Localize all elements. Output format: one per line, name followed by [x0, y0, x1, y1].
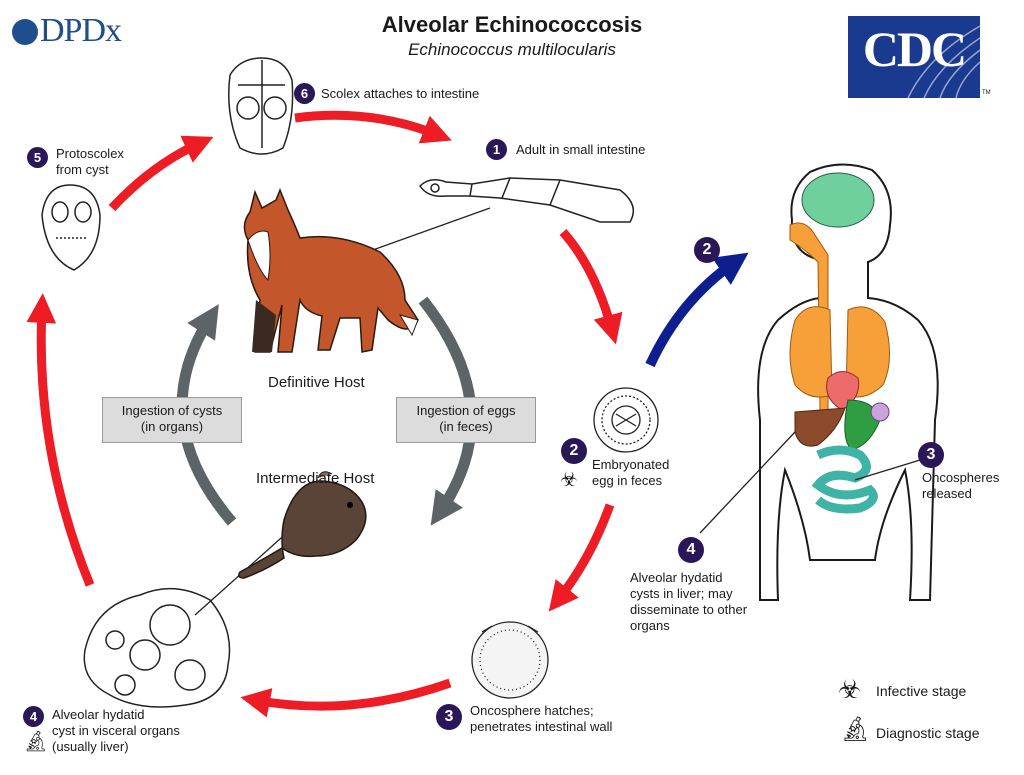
stage-3-human-label: Oncospheres released: [922, 470, 1000, 501]
intermediate-host-label: Intermediate Host: [256, 470, 375, 487]
cdc-logo-stripes: [907, 25, 980, 98]
cdc-logo: [848, 16, 980, 98]
arrow-4-to-5: [26, 293, 95, 587]
stage-2-egg-badge: 2: [561, 438, 587, 464]
cdc-logo-text: CDC: [862, 21, 967, 77]
human-body-illustration: [757, 163, 939, 601]
liver-shape: [794, 407, 846, 447]
stage-5-badge: 5: [27, 147, 48, 168]
page-subtitle: Echinococcus multilocularis: [408, 40, 616, 59]
biohazard-icon: ☣: [560, 469, 578, 491]
arrow-1-to-2: [559, 229, 623, 345]
stage-3-bottom-label: Oncosphere hatches; penetrates intestina…: [470, 703, 613, 734]
stage-4-human-label: Alveolar hydatid cysts in liver; may dis…: [630, 570, 748, 633]
microscope-icon: 🔬︎: [23, 731, 49, 753]
stage-4-bottom-badge: 4: [23, 706, 44, 727]
embryonated-egg-illustration: [593, 387, 659, 453]
legend-infective-label: Infective stage: [876, 683, 967, 699]
liver-pointer-line: [699, 431, 796, 534]
ingestion-cysts-box: Ingestion of cysts (in organs): [102, 397, 242, 443]
page-title: Alveolar Echinococcosis: [381, 12, 643, 37]
legend-biohazard-icon: ☣: [838, 674, 862, 704]
stage-3-bottom-badge: 3: [436, 704, 462, 730]
stage-4-human-badge: 4: [678, 537, 704, 563]
brain-shape: [801, 172, 875, 228]
legend-diagnostic-label: Diagnostic stage: [876, 725, 980, 741]
scolex-illustration: [228, 57, 294, 155]
cdc-trademark: TM: [982, 90, 991, 96]
adult-worm-illustration: [419, 177, 635, 223]
dpdx-logo: DPDx: [12, 12, 122, 50]
arrow-5-to-6: [108, 135, 214, 212]
stage-2-human-badge: 2: [694, 237, 720, 263]
arrow-to-human: [645, 252, 749, 368]
oncosphere-illustration: [471, 621, 549, 699]
intestine-shape: [811, 445, 878, 514]
rodent-illustration: [237, 471, 367, 579]
stage-1-badge: 1: [486, 139, 507, 160]
intestine-pointer-line: [854, 459, 921, 481]
lungs-shape: [789, 306, 891, 398]
stage-2-egg-label: Embryonated egg in feces: [592, 457, 670, 488]
ingestion-eggs-box: Ingestion of eggs (in feces): [396, 397, 536, 443]
fox-illustration: [243, 187, 419, 353]
stage-1-label: Adult in small intestine: [516, 142, 646, 157]
stage-5-label: Protoscolex from cyst: [56, 146, 124, 177]
dpdx-logo-icon: [12, 19, 38, 45]
stage-3-human-badge: 3: [918, 442, 944, 468]
definitive-host-label: Definitive Host: [268, 374, 365, 391]
alveolar-cyst-illustration: [83, 587, 231, 708]
arrow-2-to-3: [548, 503, 615, 612]
arrow-3-to-4: [240, 678, 452, 718]
stage-6-label: Scolex attaches to intestine: [321, 86, 480, 101]
protoscolex-illustration: [41, 184, 101, 271]
dpdx-logo-text: DPDx: [40, 12, 122, 49]
stage-6-badge: 6: [294, 83, 315, 104]
stage-4-bottom-label: Alveolar hydatid cyst in visceral organs…: [52, 707, 180, 754]
legend-microscope-icon: 🔬︎: [840, 716, 871, 743]
arrow-6-to-1: [294, 110, 452, 144]
